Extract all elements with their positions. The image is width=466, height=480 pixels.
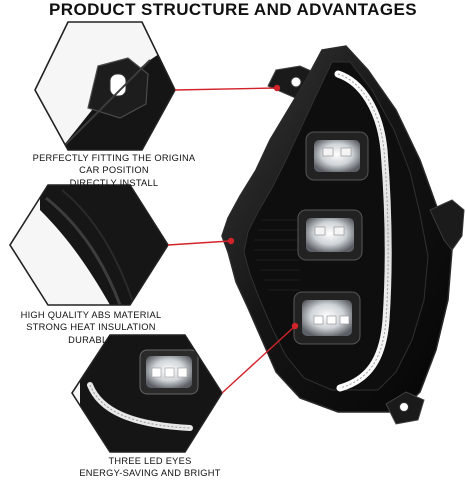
callout-line: THREE LED EYES [108,456,192,466]
leader-line-mounting [174,84,281,92]
callout-line: STRONG HEAT INSULATION [26,322,156,333]
leader-line-material [167,237,235,246]
detail-hexagon-mounting [34,21,176,151]
led-module-middle [297,209,363,261]
led-module-bottom [293,291,361,345]
callout-line: DURABLE [68,334,114,345]
detail-hexagon-led [71,334,223,453]
callout-line: PERFECTLY FITTING THE ORIGINA [32,153,196,163]
detail-hexagon-material [9,184,169,306]
callout-text-material: HIGH QUALITY ABS MATERIAL STRONG HEAT IN… [0,309,182,346]
callout-text-mounting: PERFECTLY FITTING THE ORIGINA CAR POSITI… [14,152,214,189]
led-module-top [305,131,369,181]
leader-line-led [221,322,299,394]
callout-line: DIRECTLY INSTALL [69,177,159,188]
callout-line: HIGH QUALITY ABS MATERIAL [20,310,162,320]
callout-line: CAR POSITION [79,165,149,176]
callout-line: ENERGY-SAVING AND BRIGHT [79,468,221,479]
page-title: PRODUCT STRUCTURE AND ADVANTAGES [49,0,417,19]
callout-text-led: THREE LED EYES ENERGY-SAVING AND BRIGHT [60,455,240,480]
